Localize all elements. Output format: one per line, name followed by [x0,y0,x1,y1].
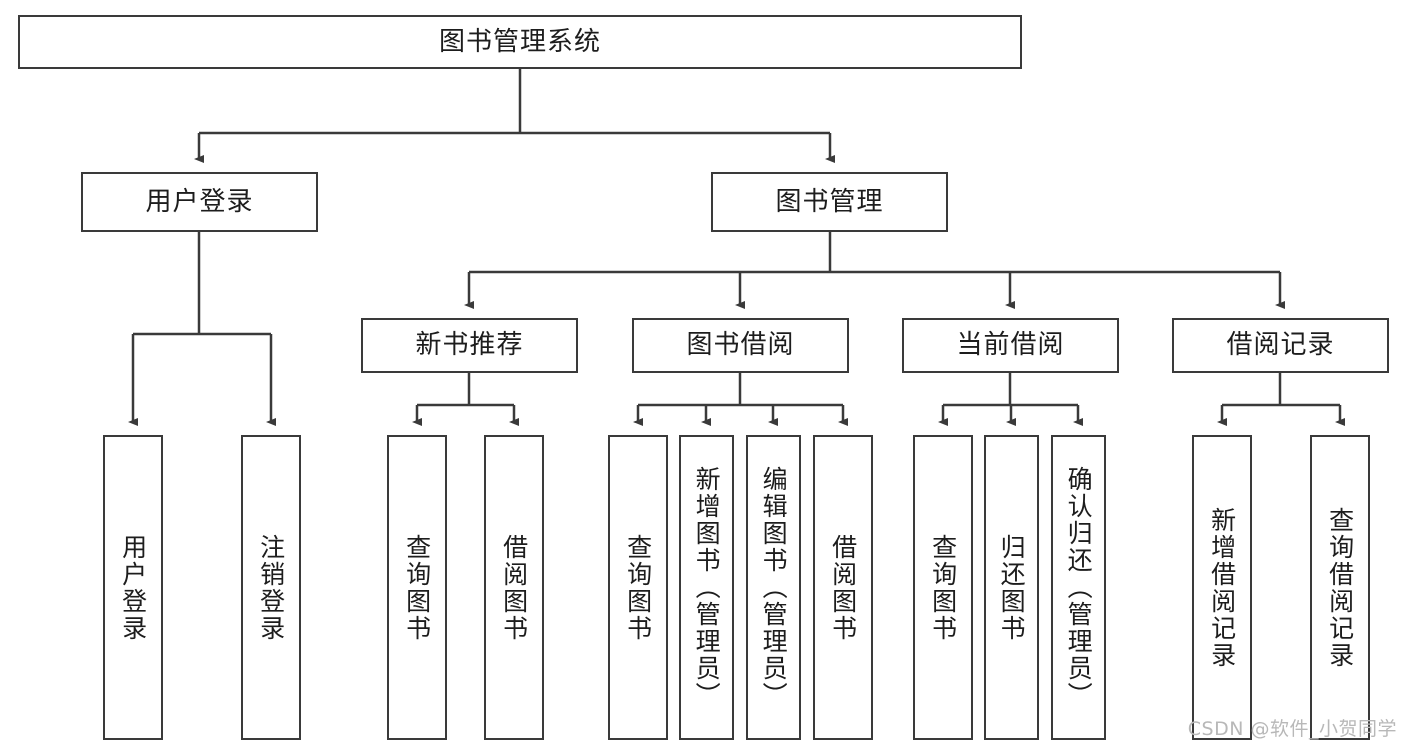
node-borrow-record-label: 借阅记录 [1226,330,1335,361]
node-current-borrow-label: 当前借阅 [956,330,1065,361]
node-current-borrow[interactable]: 当前借阅 [902,318,1119,373]
node-leaf-query-book-2-label: 查询图书 [623,533,653,642]
node-user-login-label: 用户登录 [145,186,254,217]
node-leaf-return-book-label: 归还图书 [997,533,1027,642]
node-leaf-borrow-book-2[interactable]: 借阅图书 [813,435,873,740]
node-user-login[interactable]: 用户登录 [81,172,318,232]
node-book-borrow-label: 图书借阅 [686,330,795,361]
node-root-label: 图书管理系统 [438,26,601,57]
node-book-manage[interactable]: 图书管理 [711,172,948,232]
node-leaf-borrow-book-1-label: 借阅图书 [499,533,529,642]
node-leaf-edit-book-label: 编辑图书（管理员） [759,466,789,709]
node-leaf-query-book-3[interactable]: 查询图书 [913,435,973,740]
node-leaf-borrow-book-1[interactable]: 借阅图书 [484,435,544,740]
node-borrow-record[interactable]: 借阅记录 [1172,318,1389,373]
node-leaf-query-record-label: 查询借阅记录 [1325,506,1355,669]
node-leaf-add-record[interactable]: 新增借阅记录 [1192,435,1252,740]
node-new-book-rec[interactable]: 新书推荐 [361,318,578,373]
node-leaf-query-book-1[interactable]: 查询图书 [387,435,447,740]
node-leaf-query-book-2[interactable]: 查询图书 [608,435,668,740]
node-leaf-logout[interactable]: 注销登录 [241,435,301,740]
node-leaf-query-book-3-label: 查询图书 [928,533,958,642]
node-leaf-confirm-return-label: 确认归还（管理员） [1064,466,1094,709]
node-leaf-edit-book[interactable]: 编辑图书（管理员） [746,435,801,740]
node-leaf-add-record-label: 新增借阅记录 [1207,506,1237,669]
node-leaf-add-book[interactable]: 新增图书（管理员） [679,435,734,740]
watermark-text: CSDN @软件_小贺同学 [1187,718,1397,740]
node-leaf-user-login[interactable]: 用户登录 [103,435,163,740]
node-leaf-query-book-1-label: 查询图书 [402,533,432,642]
node-new-book-rec-label: 新书推荐 [415,330,524,361]
node-root[interactable]: 图书管理系统 [18,15,1022,69]
node-leaf-borrow-book-2-label: 借阅图书 [828,533,858,642]
node-leaf-add-book-label: 新增图书（管理员） [692,466,722,709]
node-book-borrow[interactable]: 图书借阅 [632,318,849,373]
node-leaf-user-login-label: 用户登录 [118,533,148,642]
node-leaf-logout-label: 注销登录 [256,533,286,642]
node-book-manage-label: 图书管理 [775,186,884,217]
node-leaf-confirm-return[interactable]: 确认归还（管理员） [1051,435,1106,740]
node-leaf-query-record[interactable]: 查询借阅记录 [1310,435,1370,740]
node-leaf-return-book[interactable]: 归还图书 [984,435,1039,740]
